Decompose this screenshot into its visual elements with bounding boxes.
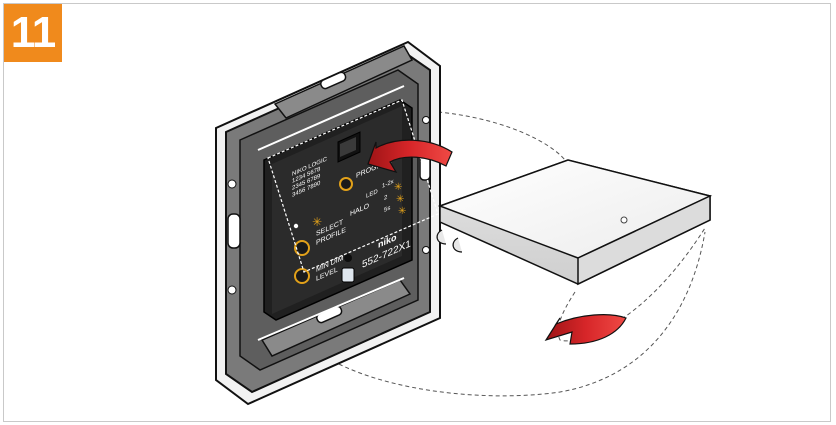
motion-guide-top [437,111,566,161]
asterisk-icon: ✳ [398,206,406,217]
cover-plate [436,159,713,286]
cover-outline [267,99,439,273]
select-profile-button [294,240,310,256]
led-dot-icon [293,223,299,229]
curved-arrow-up-icon [367,139,453,173]
asterisk-icon: ✳ [396,194,404,205]
step-badge: 11 [4,4,62,62]
asterisk-icon: ✳ [312,215,322,229]
motion-guide-bottom [299,231,706,397]
min-dim-button [294,268,310,284]
asterisk-icon: ✳ [394,182,402,193]
press-2x-label: 2 [384,194,388,202]
program-button [339,177,353,191]
press-5s-label: 5s [384,204,390,213]
curved-arrow-down-icon [544,314,627,345]
ir-receiver [344,254,352,262]
sensor-window [341,267,355,283]
device-buttons: ✳ ✳ ✳ ✳ [293,177,406,284]
